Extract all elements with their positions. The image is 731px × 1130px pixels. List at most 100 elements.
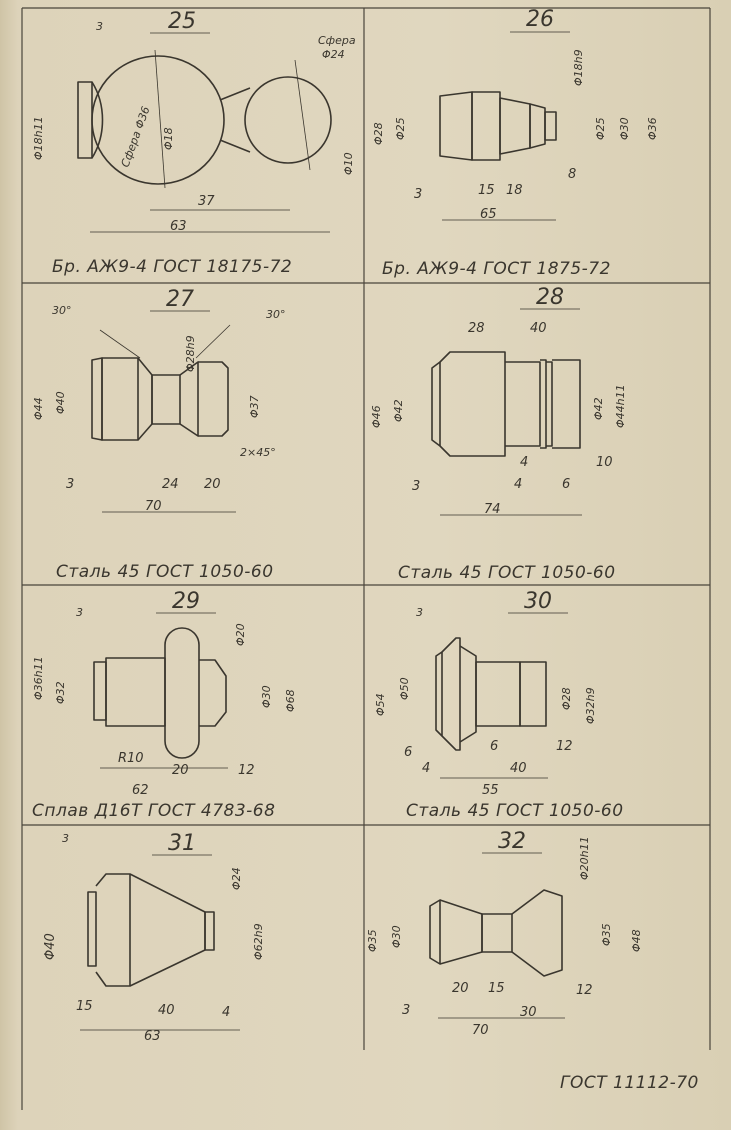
label: Φ54 bbox=[374, 693, 387, 716]
label: Φ24 bbox=[322, 48, 345, 61]
part-28: 28 28 40 Φ46 Φ42 Φ42 Φ44h11 4 10 3 4 6 7… bbox=[370, 285, 627, 583]
label: Φ44h11 bbox=[614, 384, 627, 428]
label: Φ35 bbox=[366, 929, 379, 952]
label: 37 bbox=[198, 194, 215, 209]
label: Φ20 bbox=[234, 623, 247, 646]
label: 28 bbox=[468, 321, 485, 336]
part-26: 26 Φ18h9 Φ28 Φ25 Φ25 Φ30 Φ36 3 15 18 8 6… bbox=[372, 7, 659, 279]
label: 40 bbox=[530, 321, 547, 336]
part-29: 29 3 Φ20 Φ36h11 Φ32 Φ30 Φ68 R10 20 12 62… bbox=[32, 589, 297, 821]
label: 15 bbox=[478, 183, 495, 198]
label: Φ40 bbox=[43, 933, 58, 960]
label: 30 bbox=[520, 1005, 537, 1020]
label: Φ28 bbox=[372, 122, 385, 145]
part-27: 27 30° 30° Φ28h9 Φ44 Φ40 Φ37 2×45° 3 24 … bbox=[32, 287, 286, 582]
label: 15 bbox=[488, 981, 505, 996]
label: Φ40 bbox=[54, 391, 67, 414]
label: 20 bbox=[172, 763, 189, 778]
part-number: 32 bbox=[498, 829, 526, 854]
label: 70 bbox=[145, 499, 162, 514]
label: Сфера bbox=[318, 34, 356, 47]
material: Сталь 45 ГОСТ 1050-60 bbox=[398, 563, 616, 583]
label: 12 bbox=[556, 739, 573, 754]
part-25: 25 3 Сфера Φ24 Φ18h11 Сфера Φ36 Φ18 Φ10 … bbox=[32, 9, 356, 277]
label: Φ32h9 bbox=[584, 687, 597, 724]
label: 6 bbox=[490, 739, 498, 754]
label: 3 bbox=[414, 187, 422, 202]
part-number: 29 bbox=[172, 589, 200, 614]
label: 20 bbox=[452, 981, 469, 996]
part-32: 32 Φ20h11 Φ35 Φ30 Φ35 Φ48 20 15 12 3 30 … bbox=[366, 829, 643, 1038]
label: Φ10 bbox=[342, 152, 355, 175]
label: 4 bbox=[222, 1005, 230, 1020]
label: 6 bbox=[404, 745, 412, 760]
label: 4 bbox=[514, 477, 522, 492]
label: 4 bbox=[422, 761, 430, 776]
part-number: 31 bbox=[168, 831, 196, 856]
label: 63 bbox=[170, 219, 187, 234]
label: Φ30 bbox=[260, 685, 273, 708]
part-number: 28 bbox=[536, 285, 564, 310]
label: Φ28h9 bbox=[184, 335, 197, 372]
label: 4 bbox=[520, 455, 528, 470]
label: 55 bbox=[482, 783, 499, 798]
label: 8 bbox=[568, 167, 576, 182]
label: Φ36h11 bbox=[32, 656, 45, 700]
label: Φ30 bbox=[390, 925, 403, 948]
label: 12 bbox=[238, 763, 255, 778]
label: 40 bbox=[510, 761, 527, 776]
label: 30° bbox=[52, 304, 72, 317]
label: Φ44 bbox=[32, 397, 45, 420]
label: 3 bbox=[76, 606, 83, 619]
label: Φ48 bbox=[630, 929, 643, 952]
grid-lines bbox=[21, 7, 711, 1110]
label: Сфера Φ36 bbox=[119, 105, 153, 169]
label: 3 bbox=[96, 20, 103, 33]
label: Φ32 bbox=[54, 681, 67, 704]
material: Сталь 45 ГОСТ 1050-60 bbox=[406, 801, 624, 821]
label: 10 bbox=[596, 455, 613, 470]
label: Φ28 bbox=[560, 687, 573, 710]
label: 3 bbox=[66, 477, 74, 492]
part-number: 30 bbox=[524, 589, 552, 614]
label: Φ50 bbox=[398, 677, 411, 700]
label: Φ18h11 bbox=[32, 116, 45, 160]
label: Φ62h9 bbox=[252, 923, 265, 960]
label: Φ30 bbox=[618, 117, 631, 140]
part-number: 25 bbox=[168, 9, 196, 34]
label: Φ35 bbox=[600, 923, 613, 946]
label: 12 bbox=[576, 983, 593, 998]
part-31: 31 3 Φ24 Φ40 Φ62h9 15 40 4 63 bbox=[43, 831, 265, 1044]
label: 30° bbox=[266, 308, 286, 321]
label: 3 bbox=[416, 606, 423, 619]
label: 62 bbox=[132, 783, 149, 798]
label: 24 bbox=[162, 477, 179, 492]
label: Φ46 bbox=[370, 405, 383, 428]
label: 65 bbox=[480, 207, 497, 222]
label: 74 bbox=[484, 502, 501, 517]
label: Φ25 bbox=[594, 117, 607, 140]
label: 63 bbox=[144, 1029, 161, 1044]
material: Бр. АЖ9-4 ГОСТ 18175-72 bbox=[52, 257, 292, 277]
label: Φ68 bbox=[284, 689, 297, 712]
label: 15 bbox=[76, 999, 93, 1014]
label: Φ42 bbox=[592, 397, 605, 420]
material: Бр. АЖ9-4 ГОСТ 1875-72 bbox=[382, 259, 611, 279]
label: R10 bbox=[118, 751, 144, 766]
label: 3 bbox=[402, 1003, 410, 1018]
label: Φ42 bbox=[392, 399, 405, 422]
footer-text: ГОСТ 11112-70 bbox=[560, 1073, 699, 1093]
label: 18 bbox=[506, 183, 523, 198]
label: Φ18 bbox=[162, 127, 175, 150]
part-30: 30 3 Φ54 Φ50 Φ28 Φ32h9 6 6 12 4 40 55 Ст… bbox=[374, 589, 624, 821]
part-number: 27 bbox=[166, 287, 194, 312]
label: 3 bbox=[412, 479, 420, 494]
label: 40 bbox=[158, 1003, 175, 1018]
label: 20 bbox=[204, 477, 221, 492]
label: Φ24 bbox=[230, 867, 243, 890]
label: Φ36 bbox=[646, 117, 659, 140]
label: 3 bbox=[62, 832, 69, 845]
label: Φ20h11 bbox=[578, 836, 591, 880]
